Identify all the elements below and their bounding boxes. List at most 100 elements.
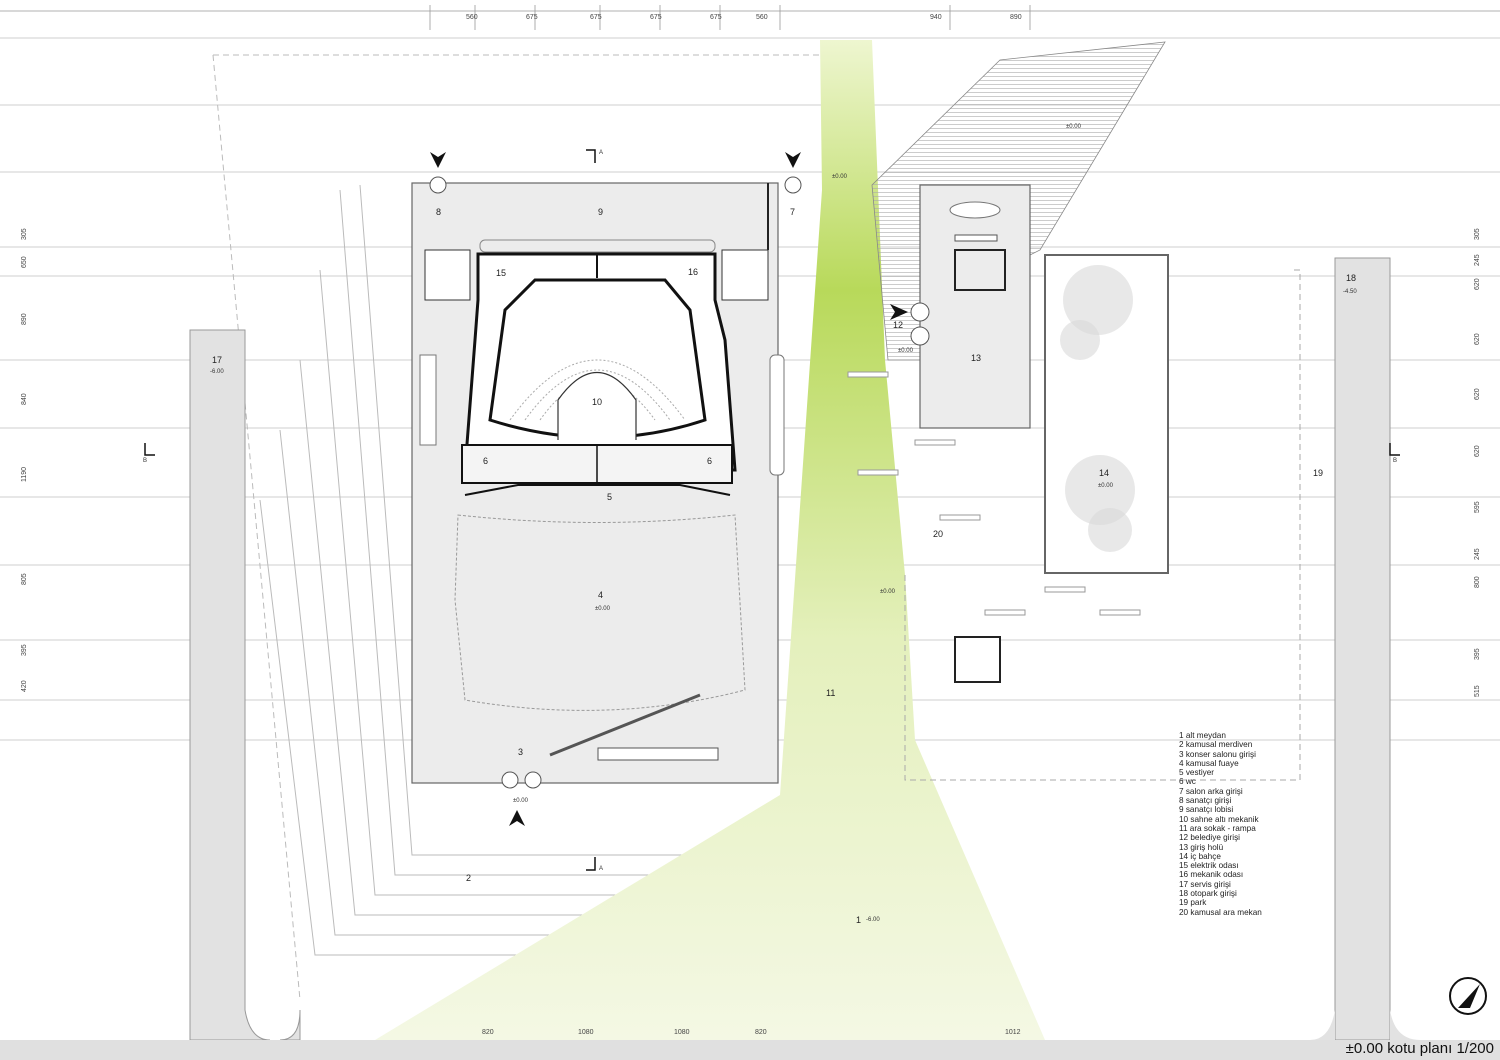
legend-item: 1 alt meydan (1179, 731, 1226, 740)
dim-bottom: 820 (755, 1029, 767, 1036)
section-mark-label: B (143, 458, 147, 464)
room-number: 7 (790, 207, 795, 217)
legend-item: 2 kamusal merdiven (1179, 740, 1253, 750)
legend-item: 3 konser salonu girişi (1179, 749, 1256, 759)
legend-item: 14 iç bahçe (1179, 851, 1221, 861)
dim-top: 940 (930, 14, 942, 21)
entry-arrow-icon (430, 152, 446, 168)
entrance-door-icon (501, 771, 519, 789)
service-road (189, 329, 301, 1041)
stair-core (954, 636, 1001, 683)
room-number: 17 (212, 355, 222, 365)
entrance-door-icon (524, 771, 542, 789)
dim-right: 620 (1474, 388, 1481, 400)
entrance-door-icon (910, 326, 930, 346)
left-dimensions: 305 650 890 840 1190 805 395 420 (21, 228, 28, 692)
legend-item: 11 ara sokak - rampa (1179, 823, 1256, 833)
plan-title: ±0.00 kotu planı 1/200 (1345, 1040, 1494, 1057)
legend-item: 4 kamusal fuaye (1179, 758, 1239, 768)
dim-right: 620 (1474, 278, 1481, 290)
dim-right: 245 (1474, 254, 1481, 266)
legend: 1 alt meydan 2 kamusal merdiven 3 konser… (1179, 731, 1262, 917)
entry-arrow-icon (890, 304, 908, 320)
green-corridor (375, 40, 1045, 1040)
room-number: 18 (1346, 273, 1356, 283)
elevation-mark: ±0.00 (513, 798, 529, 804)
dim-left: 840 (21, 393, 28, 405)
room-number: 6 (707, 456, 712, 466)
dim-right: 620 (1474, 445, 1481, 457)
legend-item: 5 vestiyer (1179, 768, 1215, 778)
park-boundary (904, 269, 1301, 781)
dim-top: 560 (466, 14, 478, 21)
legend-item: 7 salon arka girişi (1179, 786, 1243, 796)
north-arrow-icon (1449, 977, 1487, 1015)
entry-arrow-icon (785, 152, 801, 168)
legend-item: 19 park (1179, 898, 1207, 908)
concert-hall (411, 152, 802, 826)
dim-right: 515 (1474, 685, 1481, 697)
legend-item: 15 elektrik odası (1179, 861, 1239, 871)
legend-item: 17 servis girişi (1179, 879, 1231, 889)
room-number: 16 (688, 267, 698, 277)
entrance-door-icon (784, 176, 802, 194)
elevation-mark: -6.00 (210, 369, 224, 375)
section-mark-label: A (599, 150, 603, 156)
elevation-mark: ±0.00 (898, 348, 914, 354)
section-marks (144, 149, 1400, 871)
room-number: 8 (436, 207, 441, 217)
legend-item: 6 wc (1179, 777, 1196, 787)
dim-left: 805 (21, 573, 28, 585)
entrance-door-icon (910, 302, 930, 322)
dim-left: 420 (21, 680, 28, 692)
room-number: 19 (1313, 468, 1323, 478)
legend-item: 18 otopark girişi (1179, 889, 1237, 899)
dim-bottom: 1080 (674, 1029, 690, 1036)
dim-right: 395 (1474, 648, 1481, 660)
municipal-building (890, 184, 1031, 429)
dim-bottom: 1012 (1005, 1029, 1021, 1036)
right-dimensions: 305 245 620 620 620 620 595 245 800 395 … (1474, 228, 1481, 697)
dim-right: 800 (1474, 576, 1481, 588)
room-number: 20 (933, 529, 943, 539)
dim-top: 675 (590, 14, 602, 21)
dim-top: 560 (756, 14, 768, 21)
dim-right: 305 (1474, 228, 1481, 240)
section-mark-label: B (1393, 458, 1397, 464)
parking-road (1334, 257, 1391, 1041)
elevation-mark: ±0.00 (1066, 124, 1082, 130)
dim-bottom: 1080 (578, 1029, 594, 1036)
elevation-mark: -4.50 (1343, 289, 1357, 295)
elevation-mark: ±0.00 (1098, 483, 1114, 489)
legend-item: 16 mekanik odası (1179, 870, 1244, 880)
dim-left: 305 (21, 228, 28, 240)
entrance-door-icon (429, 176, 447, 194)
top-dimension-line (0, 5, 1500, 30)
room-number: 11 (826, 688, 835, 698)
room-number: 2 (466, 873, 471, 883)
room-number: 13 (971, 353, 981, 363)
dim-right: 620 (1474, 333, 1481, 345)
room-number: 12 (893, 320, 903, 330)
dim-left: 650 (21, 256, 28, 268)
room-number: 5 (607, 492, 612, 502)
dim-top: 890 (1010, 14, 1022, 21)
elevation-mark: ±0.00 (832, 174, 848, 180)
dim-left: 890 (21, 313, 28, 325)
benches (847, 371, 1141, 616)
bottom-band (0, 1040, 1500, 1060)
dim-right: 595 (1474, 501, 1481, 513)
room-number: 3 (518, 747, 523, 757)
room-number: 6 (483, 456, 488, 466)
legend-item: 9 sanatçı lobisi (1179, 805, 1234, 815)
dim-left: 395 (21, 644, 28, 656)
room-number: 4 (598, 590, 603, 600)
dim-left: 1190 (21, 467, 28, 482)
legend-item: 13 giriş holü (1179, 842, 1224, 852)
room-number: 15 (496, 268, 506, 278)
entry-arrow-icon (509, 810, 525, 826)
legend-item: 12 belediye girişi (1179, 833, 1240, 843)
room-number: 1 (856, 915, 861, 925)
dim-bottom: 820 (482, 1029, 494, 1036)
